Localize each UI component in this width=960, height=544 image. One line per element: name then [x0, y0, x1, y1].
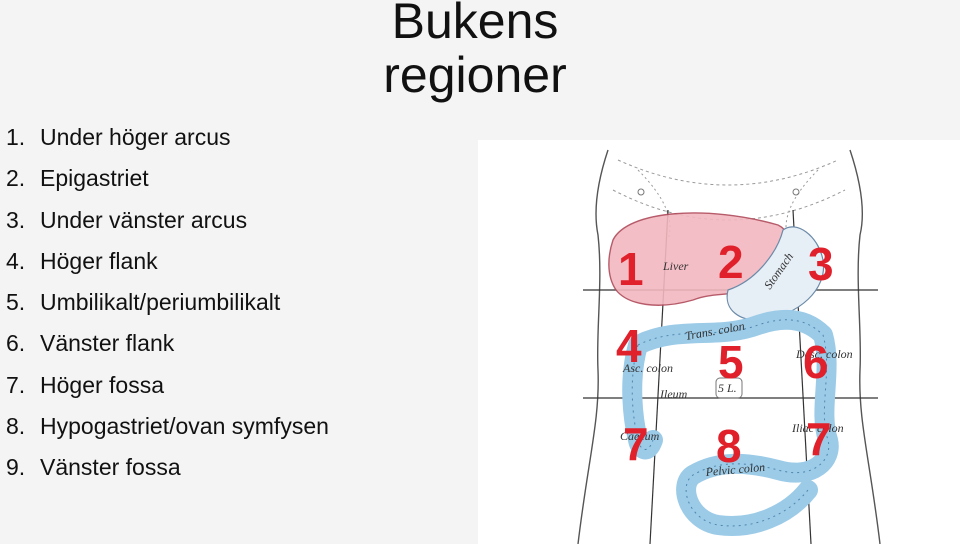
- region-marker-2: 2: [718, 236, 744, 288]
- region-marker-4: 4: [616, 320, 642, 372]
- region-marker-1: 1: [618, 243, 644, 295]
- region-list: 1.Under höger arcus 2.Epigastriet 3.Unde…: [6, 117, 329, 489]
- vertebra-label: 5 L.: [718, 381, 737, 395]
- region-marker-6: 6: [803, 336, 829, 388]
- list-item: 2.Epigastriet: [6, 165, 149, 192]
- region-marker-5: 5: [718, 336, 744, 388]
- slide-title: Bukens regioner: [330, 0, 620, 102]
- list-item: 6.Vänster flank: [6, 330, 175, 357]
- liver-label: Liver: [662, 259, 689, 273]
- ileum-label: Ileum: [659, 387, 688, 401]
- region-marker-7: 7: [623, 418, 649, 470]
- iliac-colon-label: Iliac colon: [791, 421, 844, 435]
- list-item: 5.Umbilikalt/periumbilikalt: [6, 289, 281, 316]
- pelvic-colon-label: Pelvic colon: [704, 460, 766, 479]
- list-item: 1.Under höger arcus: [6, 124, 231, 150]
- torso-outline: [577, 149, 881, 544]
- abdomen-drawing: Liver Stomach Trans. colon Asc. colon De…: [577, 149, 881, 544]
- region-marker-9: 7: [806, 413, 832, 465]
- list-item: 8.Hypogastriet/ovan symfysen: [6, 413, 329, 440]
- region-marker-8: 8: [716, 420, 742, 472]
- list-item: 9.Vänster fossa: [6, 454, 181, 481]
- caecum-label: Caecum: [620, 429, 660, 443]
- region-marker-3: 3: [808, 238, 834, 290]
- title-line-2: regioner: [383, 47, 567, 103]
- list-item: 4.Höger flank: [6, 247, 158, 274]
- descending-colon-label: Desc. colon: [795, 347, 853, 361]
- list-item: 7.Höger fossa: [6, 371, 165, 398]
- abdomen-illustration: Liver Stomach Trans. colon Asc. colon De…: [478, 140, 960, 544]
- ascending-colon-label: Asc. colon: [622, 361, 673, 375]
- title-line-1: Bukens: [391, 0, 559, 49]
- list-item: 3.Under vänster arcus: [6, 206, 248, 233]
